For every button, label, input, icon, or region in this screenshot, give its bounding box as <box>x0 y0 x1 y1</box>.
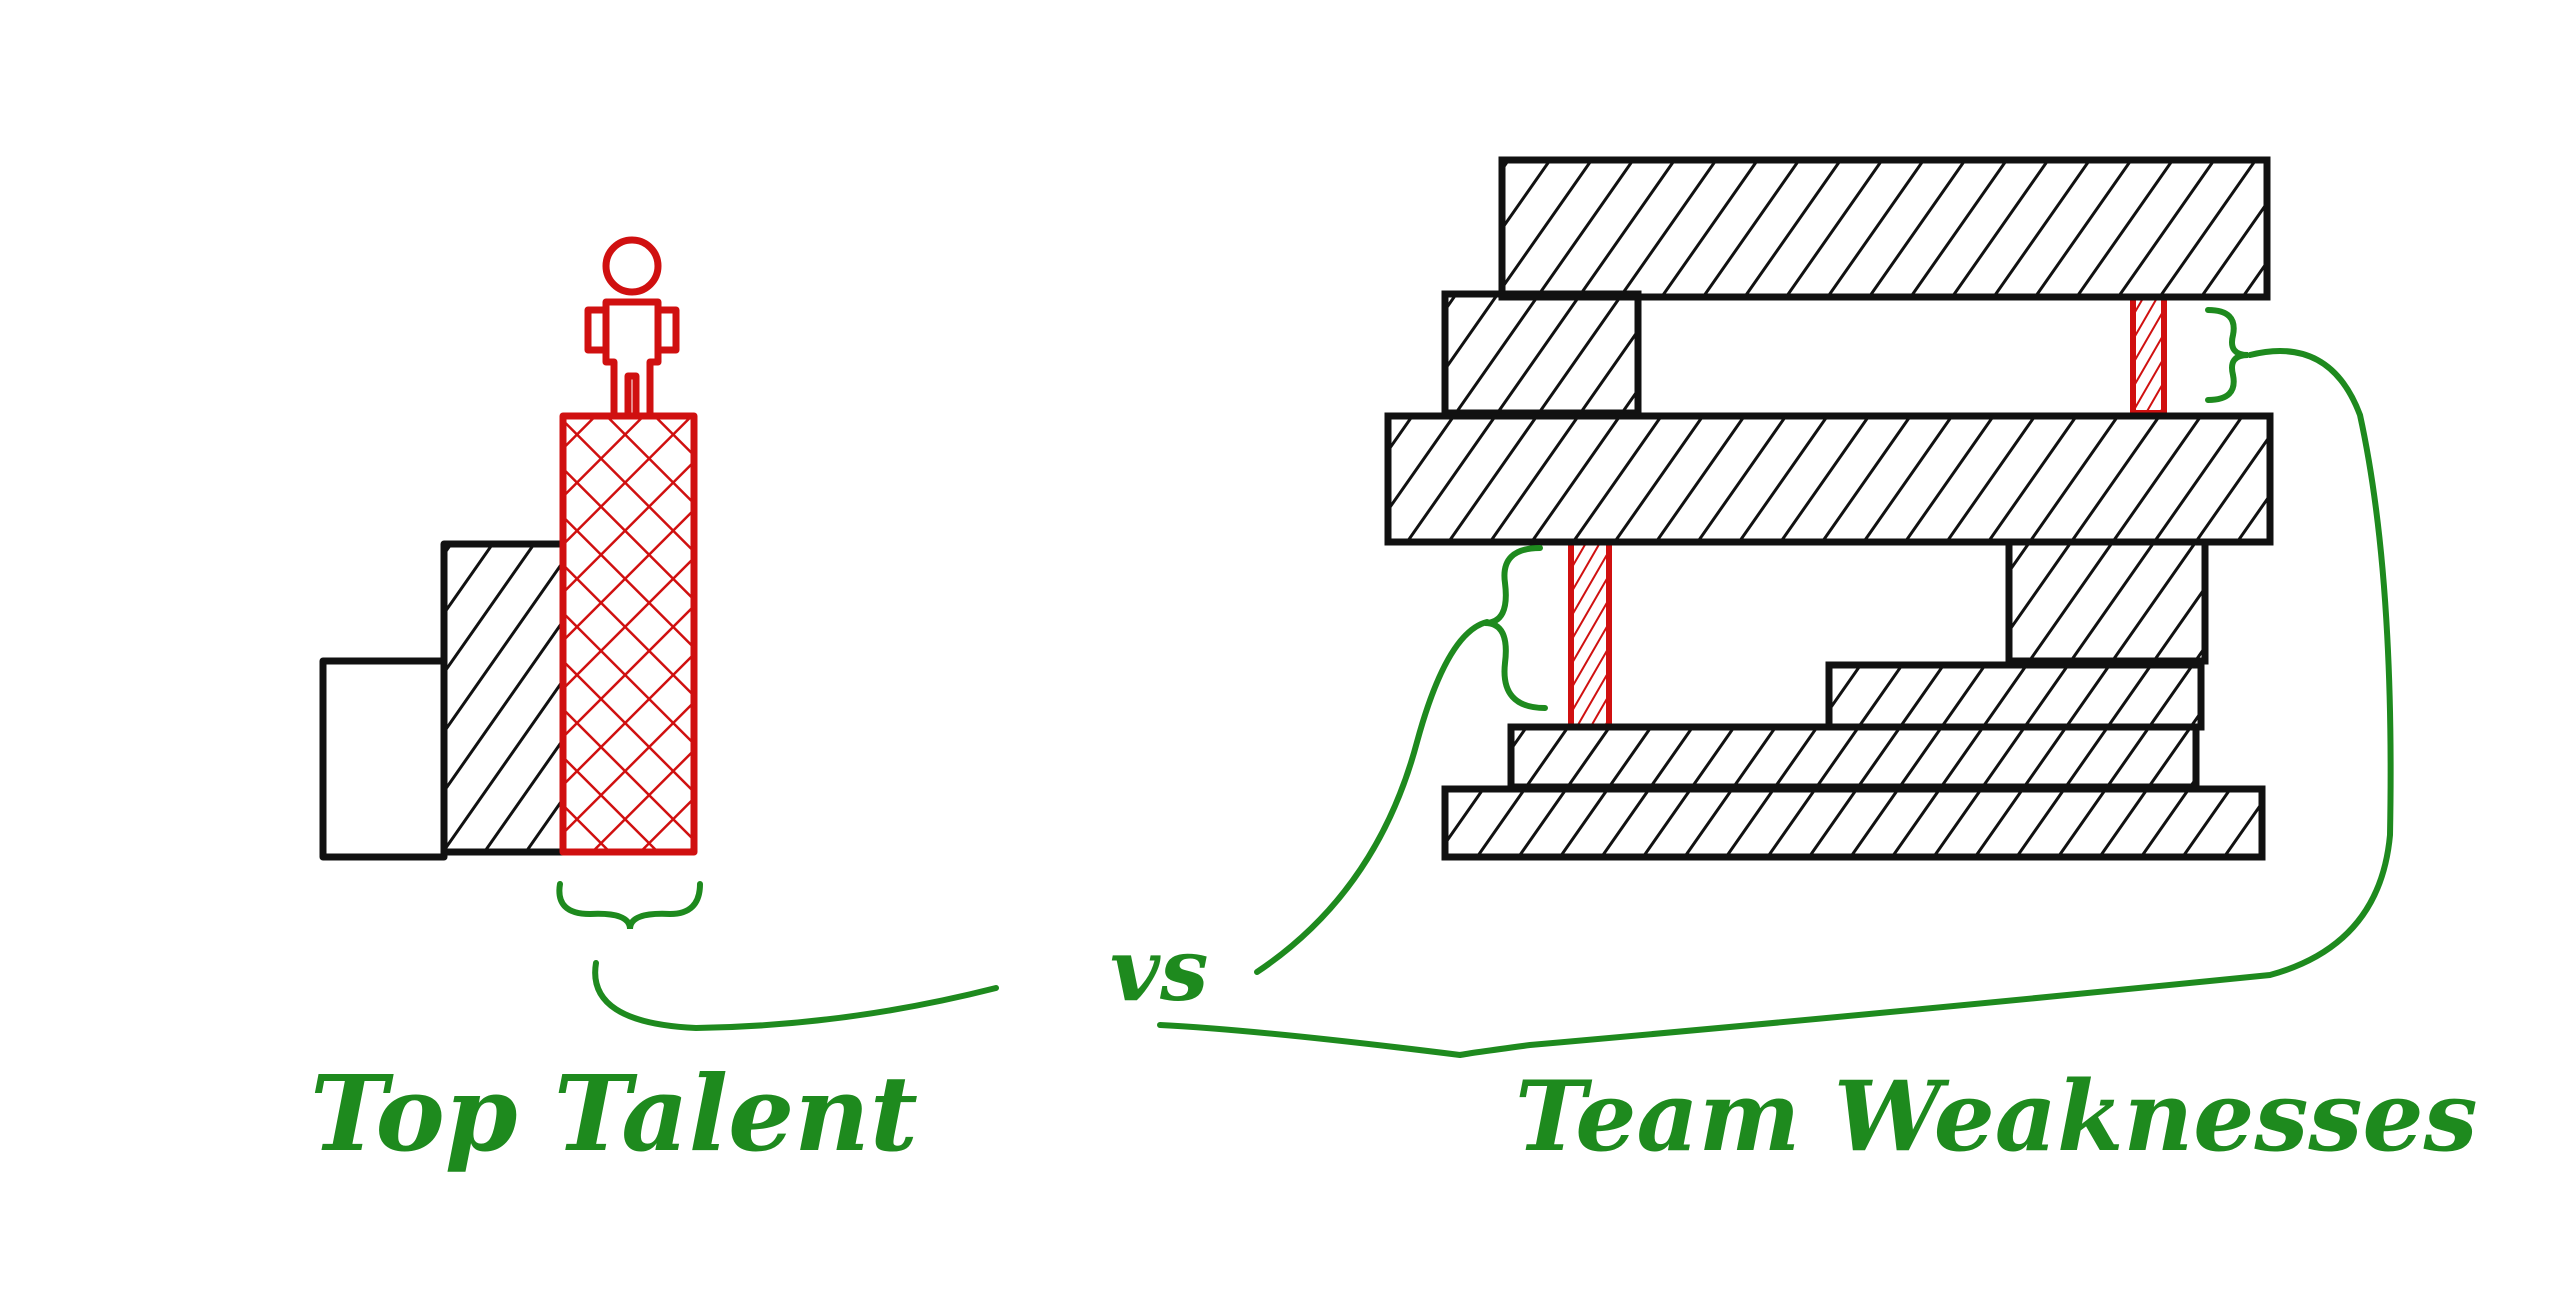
vs-label: vs <box>1110 920 1208 1021</box>
brace-bottom <box>556 881 703 930</box>
connector-left <box>592 960 999 1032</box>
block-right <box>2005 538 2209 665</box>
team-weaknesses-label: Team Weaknesses <box>1515 1060 2478 1173</box>
beam-short <box>1825 661 2205 731</box>
brace-left <box>1484 545 1548 711</box>
person-figure-icon <box>584 236 680 420</box>
red-pillar-top <box>2130 294 2167 416</box>
connector-middle <box>1254 619 1490 975</box>
short-bar <box>319 657 448 861</box>
beam-middle <box>1384 412 2274 546</box>
brace-right <box>2205 307 2249 403</box>
top-talent-bars <box>319 236 703 930</box>
team-weaknesses-structure <box>1384 156 2274 861</box>
top-talent-label: Top Talent <box>310 1052 918 1175</box>
medium-bar <box>444 544 563 852</box>
red-pillar-left <box>1568 539 1612 730</box>
beam-lower <box>1507 723 2200 791</box>
block-left-upper <box>1441 290 1642 417</box>
beam-top <box>1498 156 2271 301</box>
top-talent-bar <box>563 416 694 852</box>
connector-right <box>1157 348 2394 1059</box>
beam-bottom <box>1441 785 2266 861</box>
